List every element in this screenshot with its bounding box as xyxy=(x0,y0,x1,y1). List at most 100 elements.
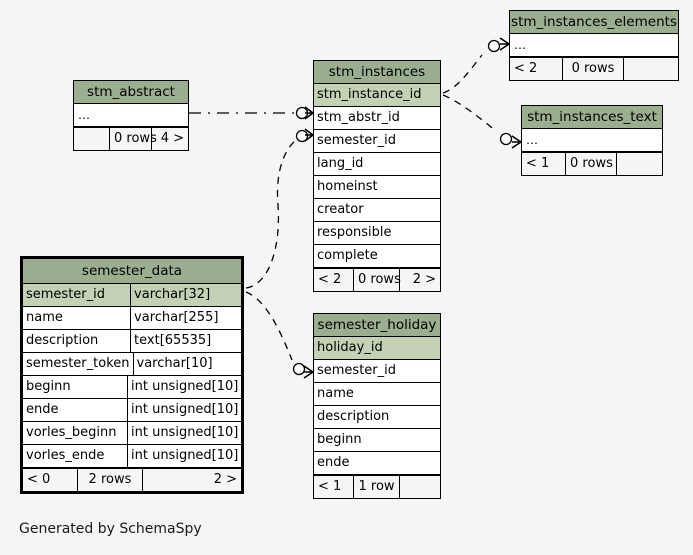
er-footer-next-button[interactable]: 4 > xyxy=(160,131,184,146)
er-footer-row-count: 0 rows xyxy=(110,128,157,150)
er-column-name: name xyxy=(26,310,63,325)
er-footer-prev-button[interactable]: < 2 xyxy=(314,269,355,291)
er-column-name: lang_id xyxy=(317,156,364,171)
er-column-row[interactable]: beginn int unsigned[10] xyxy=(23,376,241,399)
er-column-row[interactable]: semester_id xyxy=(314,130,440,153)
er-column-row-pk[interactable]: stm_instance_id xyxy=(314,84,440,107)
er-column-row[interactable]: description xyxy=(314,406,440,429)
edge-stm-abstract-stm-instances xyxy=(189,106,314,120)
er-column-name: vorles_beginn xyxy=(26,425,117,440)
er-column-type: int unsigned[10] xyxy=(127,376,241,398)
er-column-name: description xyxy=(26,333,99,348)
er-footer-row-count: 1 row xyxy=(354,476,400,498)
er-column-name: vorles_ende xyxy=(26,448,105,463)
er-table-semester_data[interactable]: semester_data semester_id varchar[32] name v… xyxy=(20,256,244,494)
er-column-type: int unsigned[10] xyxy=(127,422,241,444)
er-column-name: complete xyxy=(317,248,378,263)
er-column-name: ende xyxy=(317,455,350,470)
er-column-row[interactable]: … xyxy=(522,129,662,152)
er-table-title-stm_abstract: stm_abstract xyxy=(74,81,188,104)
er-column-name: stm_abstr_id xyxy=(317,110,400,125)
er-column-row-pk[interactable]: holiday_id xyxy=(314,337,440,360)
er-column-type: int unsigned[10] xyxy=(127,399,241,421)
er-column-row[interactable]: complete xyxy=(314,245,440,268)
er-column-row[interactable]: name xyxy=(314,383,440,406)
er-column-type: varchar[255] xyxy=(130,307,241,329)
er-footer-row-count: 0 rows xyxy=(354,269,401,291)
er-column-row[interactable]: … xyxy=(510,34,678,57)
er-column-type: int unsigned[10] xyxy=(127,445,241,467)
er-column-name: beginn xyxy=(317,432,362,447)
er-column-name: stm_instance_id xyxy=(317,87,422,102)
er-table-title-stm_instances: stm_instances xyxy=(314,61,440,84)
er-column-row[interactable]: creator xyxy=(314,199,440,222)
er-column-name: ende xyxy=(26,402,59,417)
edge-semester-data-semester-holiday xyxy=(245,291,314,379)
er-footer-row-count: 0 rows xyxy=(566,153,618,175)
er-table-title-stm_instances_text: stm_instances_text xyxy=(522,106,662,129)
er-column-name: responsible xyxy=(317,225,392,240)
er-footer-prev-button[interactable] xyxy=(74,128,111,150)
edge-stm-instances-elements xyxy=(442,37,510,94)
er-column-row[interactable]: name varchar[255] xyxy=(23,307,241,330)
er-column-name: holiday_id xyxy=(317,340,383,355)
er-column-name: creator xyxy=(317,202,364,217)
er-column-row[interactable]: lang_id xyxy=(314,153,440,176)
er-column-name: semester_id xyxy=(317,363,397,378)
er-column-name: name xyxy=(317,386,354,401)
er-column-row[interactable]: stm_abstr_id xyxy=(314,107,440,130)
er-column-row[interactable]: responsible xyxy=(314,222,440,245)
er-footer-next-button[interactable]: 2 > xyxy=(213,472,238,487)
er-footer-prev-button[interactable]: < 2 xyxy=(510,58,564,80)
er-table-stm_instances[interactable]: stm_instances stm_instance_id stm_abstr_id… xyxy=(313,60,441,292)
er-column-name: semester_token xyxy=(26,356,130,371)
er-column-row[interactable]: vorles_beginn int unsigned[10] xyxy=(23,422,241,445)
er-footer-prev-button[interactable]: < 1 xyxy=(314,476,355,498)
er-column-row[interactable]: … xyxy=(74,104,188,127)
er-column-row[interactable]: description text[65535] xyxy=(23,330,241,353)
er-column-row-pk[interactable]: semester_id varchar[32] xyxy=(23,284,241,307)
er-table-title-stm_instances_elements: stm_instances_elements xyxy=(510,11,678,34)
er-column-type: varchar[10] xyxy=(132,353,242,375)
edge-semester-data-stm-instances xyxy=(245,128,314,289)
er-footer-next-button[interactable] xyxy=(624,58,678,80)
er-column-row[interactable]: ende xyxy=(314,452,440,475)
er-column-row[interactable]: ende int unsigned[10] xyxy=(23,399,241,422)
er-column-name: homeinst xyxy=(317,179,378,194)
footer-caption: Generated by SchemaSpy xyxy=(19,521,202,537)
er-footer-row-count: 2 rows xyxy=(78,469,143,491)
er-footer-prev-button[interactable]: < 1 xyxy=(522,153,567,175)
er-column-ellipsis: … xyxy=(78,108,91,122)
er-column-name: semester_id xyxy=(26,287,106,302)
er-column-row[interactable]: semester_id xyxy=(314,360,440,383)
er-column-name: semester_id xyxy=(317,133,397,148)
er-footer-next-button[interactable]: 2 > xyxy=(412,272,436,287)
er-column-ellipsis: … xyxy=(526,133,539,147)
er-footer-next-button[interactable] xyxy=(400,476,440,498)
er-column-row[interactable]: vorles_ende int unsigned[10] xyxy=(23,445,241,468)
edge-stm-instances-text xyxy=(442,94,522,149)
er-footer-prev-button[interactable]: < 0 xyxy=(23,469,79,491)
er-column-type: varchar[32] xyxy=(130,284,241,306)
er-column-row[interactable]: homeinst xyxy=(314,176,440,199)
er-column-name: beginn xyxy=(26,379,71,394)
er-column-name: description xyxy=(317,409,390,424)
er-table-title-semester_data: semester_data xyxy=(23,259,241,284)
er-table-title-semester_holiday: semester_holiday xyxy=(314,314,440,337)
er-footer-next-button[interactable] xyxy=(617,153,662,175)
er-footer-row-count: 0 rows xyxy=(563,58,624,80)
er-column-ellipsis: … xyxy=(514,38,527,52)
er-column-row[interactable]: beginn xyxy=(314,429,440,452)
er-column-type: text[65535] xyxy=(130,330,241,352)
